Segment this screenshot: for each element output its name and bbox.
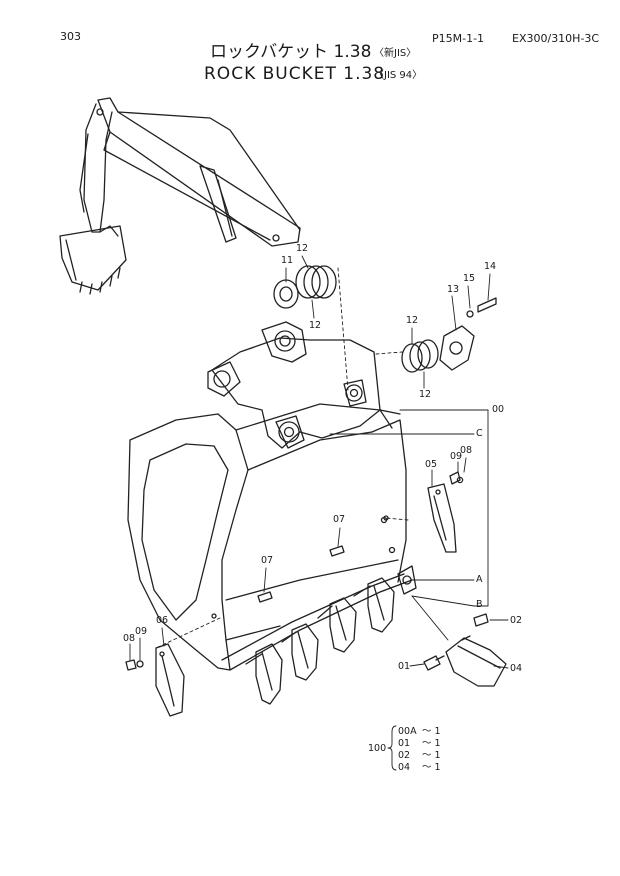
title-japanese: ロックバケット 1.38 bbox=[210, 42, 372, 62]
bucket-body bbox=[127, 321, 413, 671]
callout-C: C bbox=[476, 428, 483, 439]
pin-shims bbox=[273, 265, 497, 373]
callout-A: A bbox=[476, 574, 483, 585]
callout-02: 02 bbox=[510, 615, 523, 626]
excavator-arm-illustration bbox=[59, 97, 301, 295]
callout-01: 01 bbox=[398, 661, 411, 672]
bucket-teeth bbox=[245, 565, 417, 705]
legend-row-qty: ～ 1 bbox=[422, 762, 441, 773]
callout-12-right-lower: 12 bbox=[419, 389, 432, 400]
callout-07-left: 07 bbox=[261, 555, 274, 566]
legend-row-qty: ～ 1 bbox=[422, 738, 441, 749]
model-code: EX300/310H-3C bbox=[512, 32, 600, 45]
title-japanese-sub: 〈新JIS〉 bbox=[374, 48, 417, 59]
legend-row-part: 04 bbox=[398, 762, 411, 773]
fasteners bbox=[125, 471, 464, 671]
title-english: ROCK BUCKET 1.38 bbox=[204, 64, 386, 84]
legend-row-qty: ～ 1 bbox=[422, 750, 441, 761]
callout-12-right: 12 bbox=[406, 315, 419, 326]
page-number: 303 bbox=[60, 30, 81, 43]
exploded-tooth bbox=[423, 613, 507, 687]
callout-06: 06 bbox=[156, 615, 169, 626]
title-english-sub: 〈JIS 94〉 bbox=[374, 70, 423, 81]
legend-row-part: 01 bbox=[398, 738, 411, 749]
callout-08-left: 08 bbox=[123, 633, 136, 644]
callout-11: 11 bbox=[281, 255, 294, 266]
callout-00: 00 bbox=[492, 404, 505, 415]
legend-row-part: 02 bbox=[398, 750, 411, 761]
callout-12-lower: 12 bbox=[309, 320, 322, 331]
legend-group-number: 100 bbox=[368, 743, 387, 754]
side-cutters bbox=[155, 483, 457, 717]
callout-07-center: 07 bbox=[333, 514, 346, 525]
catalog-code: P15M-1-1 bbox=[432, 32, 485, 45]
callout-13: 13 bbox=[447, 284, 460, 295]
callout-05: 05 bbox=[425, 459, 438, 470]
callout-12-top: 12 bbox=[296, 243, 309, 254]
callout-04: 04 bbox=[510, 663, 523, 674]
legend-row-part: 00A bbox=[398, 726, 417, 737]
leader-lines bbox=[129, 255, 509, 771]
callout-B: B bbox=[476, 599, 483, 610]
legend-row-qty: ～ 1 bbox=[422, 726, 441, 737]
callout-09-right: 09 bbox=[450, 451, 463, 462]
callout-08-right: 08 bbox=[460, 445, 473, 456]
callout-14: 14 bbox=[484, 261, 497, 272]
callout-09-left: 09 bbox=[135, 626, 148, 637]
callout-15: 15 bbox=[463, 273, 476, 284]
